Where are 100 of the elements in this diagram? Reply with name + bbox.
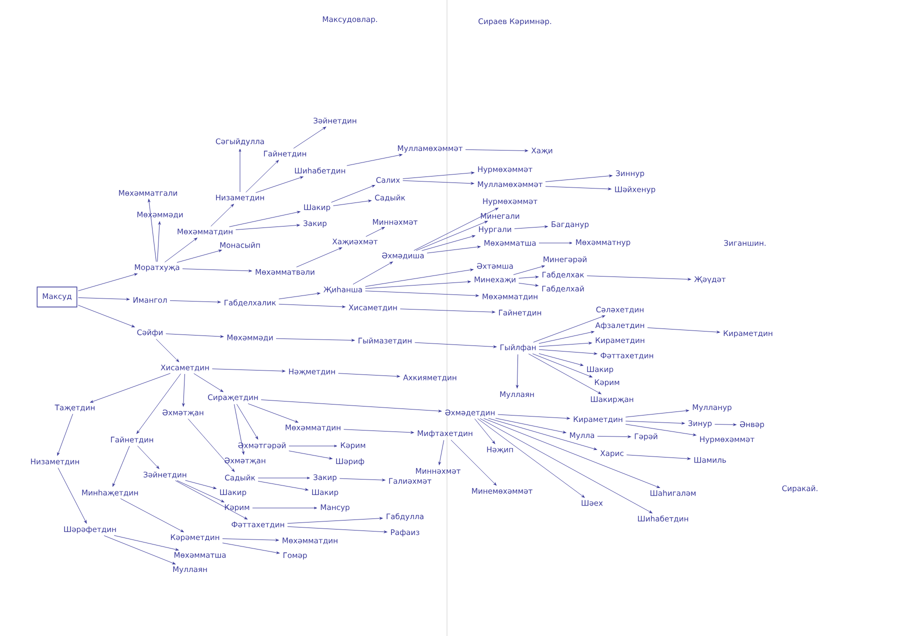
arrow — [414, 208, 498, 251]
arrow — [258, 480, 308, 491]
arrow — [346, 154, 402, 166]
arrow — [78, 297, 130, 300]
arrow — [258, 476, 310, 480]
arrow — [276, 338, 355, 342]
arrow — [176, 250, 222, 263]
arrow — [538, 342, 592, 347]
arrow — [365, 280, 471, 289]
arrow — [344, 429, 414, 434]
arrow — [538, 349, 598, 355]
arrow — [513, 265, 545, 275]
arrow — [248, 403, 298, 423]
arrow — [112, 446, 130, 487]
arrow — [518, 282, 538, 287]
arrow — [495, 418, 566, 434]
arrow — [414, 342, 497, 348]
arrow — [714, 423, 736, 426]
arrow — [488, 418, 597, 450]
arrow — [293, 126, 326, 149]
arrow — [514, 225, 548, 229]
arrow — [212, 368, 286, 372]
arrow — [545, 186, 612, 190]
arrow — [450, 440, 497, 486]
arrow — [234, 404, 244, 455]
arrow — [426, 246, 481, 254]
arrow — [538, 330, 594, 344]
arrow — [148, 198, 156, 262]
arrow — [586, 276, 691, 280]
arrow — [194, 373, 224, 392]
arrow — [626, 454, 690, 460]
arrow — [176, 480, 224, 502]
arrow — [157, 221, 161, 262]
arrow — [480, 418, 652, 514]
arrow — [90, 373, 171, 403]
arrow — [288, 444, 338, 448]
arrow — [518, 276, 539, 278]
arrow — [402, 180, 474, 185]
arrow — [339, 478, 386, 482]
arrow — [625, 420, 685, 424]
arrow — [222, 542, 280, 554]
arrow — [210, 204, 234, 227]
arrow — [528, 354, 602, 394]
arrow — [338, 373, 400, 378]
arrow — [188, 418, 235, 472]
arrow — [465, 149, 528, 152]
arrow — [238, 148, 242, 192]
arrow — [185, 480, 216, 490]
arrow — [296, 247, 342, 268]
arrow — [438, 440, 444, 466]
arrow — [477, 418, 585, 498]
arrow — [114, 535, 179, 551]
arrow — [498, 414, 570, 420]
arrow — [516, 354, 518, 388]
arrow — [287, 526, 388, 534]
arrow — [416, 220, 488, 251]
arrow — [156, 338, 180, 362]
arrow — [182, 374, 185, 406]
arrow — [366, 227, 385, 237]
arrow — [647, 327, 720, 334]
arrow — [229, 210, 300, 228]
arrow — [545, 174, 612, 182]
arrow — [260, 400, 442, 412]
arrow — [182, 268, 252, 272]
arrow — [170, 300, 221, 304]
arrow — [483, 418, 660, 488]
arrow — [625, 424, 696, 436]
arrow — [352, 262, 393, 285]
arrow — [402, 172, 474, 179]
arrow — [164, 238, 198, 262]
arrow — [422, 235, 476, 251]
arrow — [400, 308, 496, 314]
arrow — [137, 446, 160, 469]
arrow — [104, 535, 176, 564]
arrow — [246, 160, 279, 193]
arrow — [538, 353, 584, 366]
arrow — [333, 200, 372, 206]
arrow — [58, 468, 87, 524]
arrow — [166, 334, 224, 338]
arrow — [597, 436, 631, 438]
arrow — [365, 290, 479, 297]
arrow — [532, 353, 592, 378]
arrow — [365, 268, 474, 287]
arrow — [533, 315, 606, 343]
arrow — [252, 506, 317, 510]
arrow — [278, 304, 346, 308]
arrow — [236, 404, 258, 440]
arrow — [78, 273, 138, 292]
arrow — [256, 176, 304, 193]
arrow — [78, 304, 135, 328]
arrow — [474, 418, 496, 444]
arrow — [625, 410, 689, 418]
arrow — [136, 374, 181, 434]
arrow — [288, 450, 332, 460]
arrow — [120, 498, 184, 532]
arrow — [57, 414, 74, 456]
arrow — [222, 538, 279, 542]
arrow — [331, 184, 376, 203]
arrow — [278, 292, 320, 300]
arrow — [287, 517, 383, 524]
